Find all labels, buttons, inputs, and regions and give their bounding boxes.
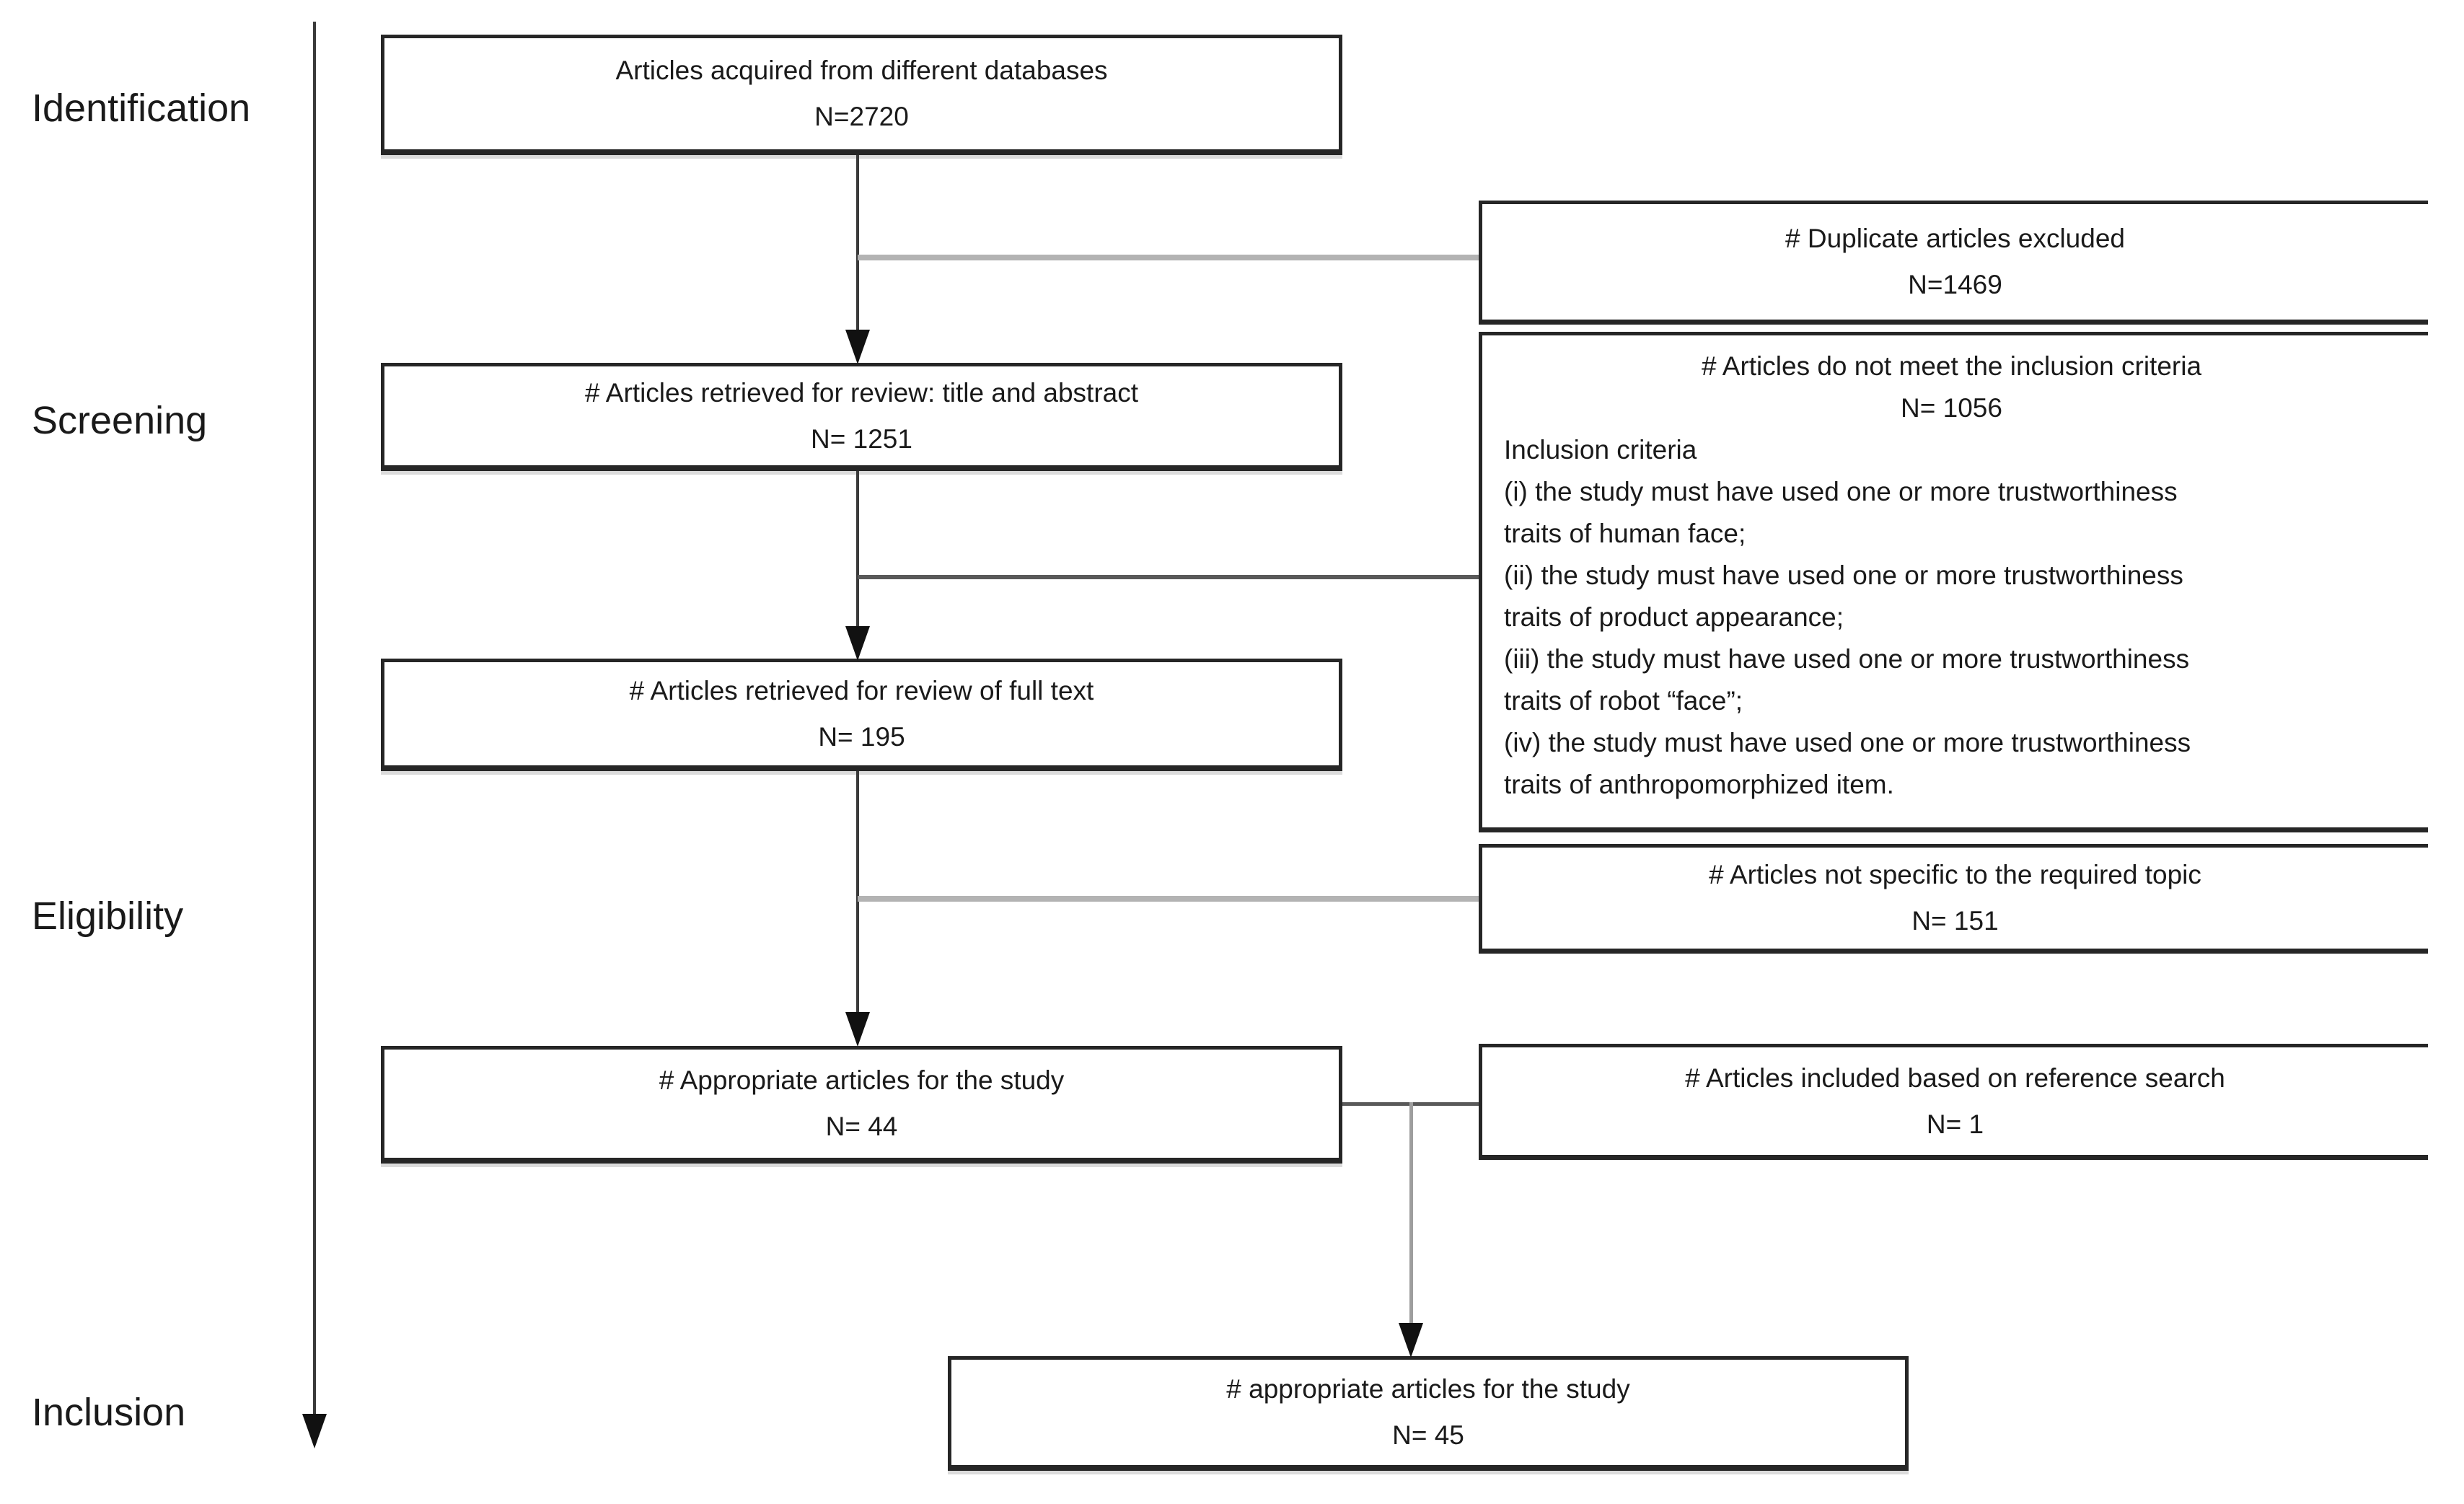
connector-acquired-to-screening <box>856 155 859 330</box>
box-count: N=1469 <box>1908 270 2002 299</box>
criteria-line: traits of anthropomorphized item. <box>1504 770 1894 799</box>
connector-screening-to-fulltext <box>856 471 859 626</box>
flow-box-not-specific: # Articles not specific to the required … <box>1479 844 2428 954</box>
stage-label-screening: Screening <box>32 399 208 442</box>
arrowhead-icon <box>845 626 870 661</box>
criteria-line: traits of human face; <box>1504 519 1746 548</box>
connector-drop-to-final <box>1409 1102 1413 1323</box>
connector-to-duplicates <box>858 255 1479 260</box>
flow-box-acquired: Articles acquired from different databas… <box>381 35 1342 155</box>
stage-label-eligibility: Eligibility <box>32 894 184 938</box>
box-count: N= 1251 <box>811 423 912 454</box>
flow-box-final: # appropriate articles for the study N= … <box>948 1356 1909 1471</box>
criteria-line: (iii) the study must have used one or mo… <box>1504 644 2190 674</box>
box-text: # appropriate articles for the study <box>1226 1374 1630 1404</box>
stage-label-inclusion: Inclusion <box>32 1391 186 1434</box>
flow-box-screening: # Articles retrieved for review: title a… <box>381 363 1342 471</box>
criteria-line: (i) the study must have used one or more… <box>1504 477 2178 506</box>
flow-box-reference-search: # Articles included based on reference s… <box>1479 1044 2428 1160</box>
flow-box-duplicates-excluded: # Duplicate articles excluded N=1469 <box>1479 201 2428 325</box>
flow-box-inclusion-criteria: # Articles do not meet the inclusion cri… <box>1479 332 2428 832</box>
box-count: N= 1056 <box>1901 393 2002 423</box>
connector-to-inclusion-criteria <box>858 575 1479 579</box>
box-count: N=2720 <box>814 102 909 131</box>
stage-label-identification: Identification <box>32 87 251 130</box>
box-count: N= 195 <box>818 721 905 752</box>
box-count: N= 44 <box>825 1112 898 1141</box>
criteria-line: traits of robot “face”; <box>1504 686 1743 716</box>
criteria-line: (ii) the study must have used one or mor… <box>1504 560 2183 590</box>
box-count: N= 1 <box>1926 1109 1984 1139</box>
arrowhead-icon <box>845 1012 870 1047</box>
connector-to-not-specific <box>858 896 1479 902</box>
box-text: Articles acquired from different databas… <box>615 56 1108 85</box>
criteria-line: (iv) the study must have used one or mor… <box>1504 728 2191 757</box>
flow-box-fulltext: # Articles retrieved for review of full … <box>381 659 1342 771</box>
stage-axis-line <box>313 22 316 1415</box>
box-text: # Appropriate articles for the study <box>659 1065 1065 1095</box>
box-text: # Duplicate articles excluded <box>1785 224 2125 253</box>
box-count: N= 151 <box>1911 906 1999 936</box>
box-count: N= 45 <box>1392 1420 1464 1450</box>
criteria-line: traits of product appearance; <box>1504 602 1844 632</box>
flow-box-appropriate: # Appropriate articles for the study N= … <box>381 1046 1342 1164</box>
criteria-line: Inclusion criteria <box>1504 435 1697 465</box>
box-text: # Articles retrieved for review: title a… <box>584 377 1139 408</box>
stage-axis-arrowhead-icon <box>302 1414 327 1448</box>
arrowhead-icon <box>1399 1323 1423 1358</box>
connector-fulltext-to-appropriate <box>856 771 859 1012</box>
box-text: # Articles not specific to the required … <box>1709 860 2201 889</box>
box-text: # Articles retrieved for review of full … <box>629 675 1094 705</box>
box-text: # Articles included based on reference s… <box>1685 1063 2225 1093</box>
arrowhead-icon <box>845 330 870 364</box>
box-text: # Articles do not meet the inclusion cri… <box>1701 351 2202 381</box>
